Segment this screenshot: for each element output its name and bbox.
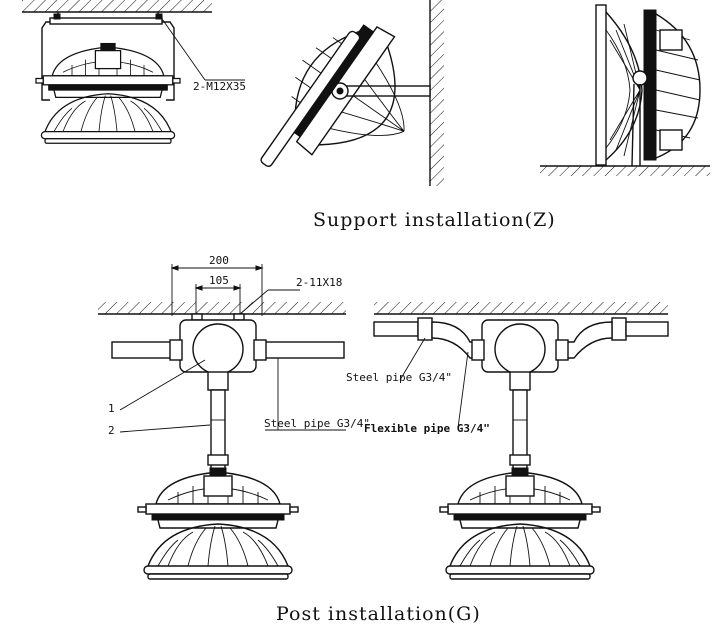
dim-overall-label: 200 bbox=[209, 254, 229, 267]
dim-inner-label: 105 bbox=[209, 274, 229, 287]
callout-2: 2 bbox=[108, 424, 115, 437]
support-bolt-label: 2-M12X35 bbox=[193, 80, 246, 93]
post-installation-right bbox=[373, 302, 669, 580]
wall-tilted-view bbox=[260, 0, 444, 186]
steel-pipe-label-left: Steel pipe G3/4" bbox=[264, 417, 370, 430]
post-bolt-label: 2-11X18 bbox=[296, 276, 342, 289]
callout-1: 1 bbox=[108, 402, 115, 415]
flexible-pipe-label: Flexible pipe G3/4" bbox=[364, 422, 490, 435]
ceiling-bracket-view bbox=[22, 0, 245, 144]
wall-side-view bbox=[540, 4, 710, 176]
post-installation-left bbox=[98, 264, 346, 580]
support-installation-caption: Support installation(Z) bbox=[313, 209, 556, 231]
steel-pipe-label-right: Steel pipe G3/4" bbox=[346, 371, 452, 384]
post-installation-caption: Post installation(G) bbox=[276, 603, 481, 625]
